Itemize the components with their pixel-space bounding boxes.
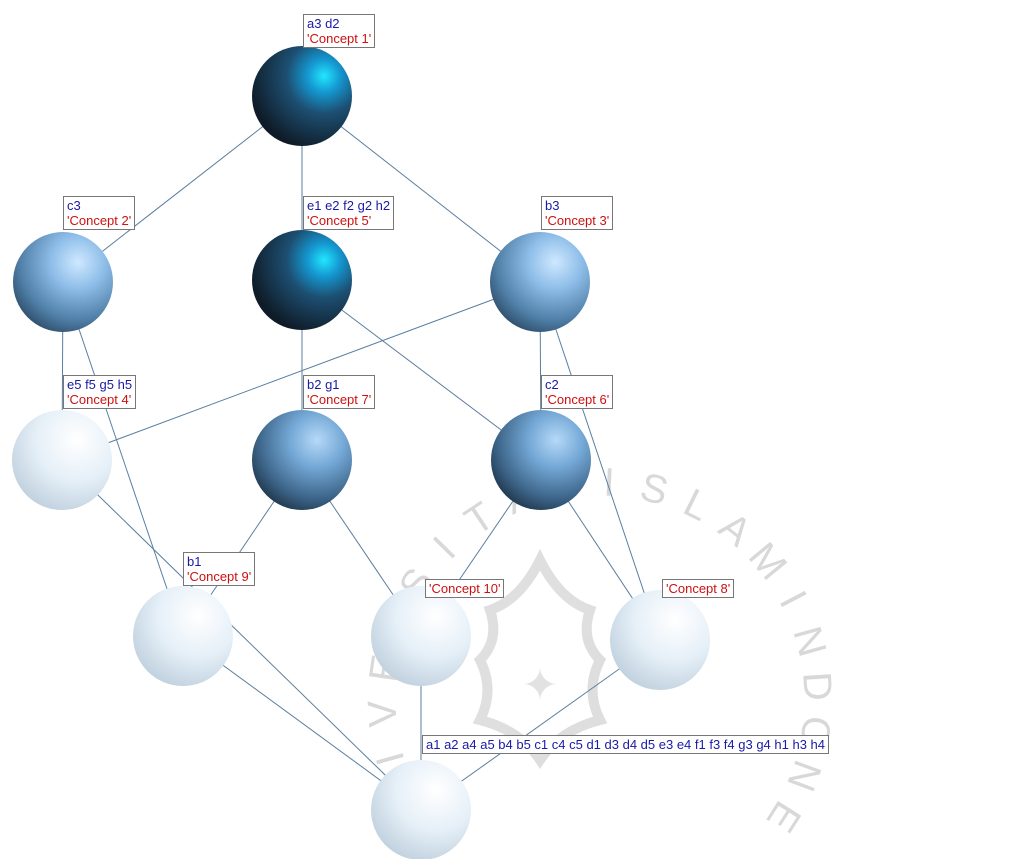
watermark-letter: I bbox=[603, 461, 616, 505]
lattice-nodes bbox=[12, 46, 710, 859]
node-concept-name: 'Concept 10' bbox=[429, 581, 501, 596]
node-label-n10: 'Concept 10' bbox=[425, 579, 505, 598]
concept-node-n8[interactable] bbox=[610, 590, 710, 690]
edge-n1-n3 bbox=[301, 95, 541, 283]
node-label-n8: 'Concept 8' bbox=[662, 579, 735, 598]
concept-node-n11[interactable] bbox=[371, 760, 471, 859]
concept-node-n2[interactable] bbox=[13, 232, 113, 332]
watermark-letter: T bbox=[457, 494, 502, 544]
watermark-letter: S bbox=[636, 465, 673, 514]
node-attributes: e1 e2 f2 g2 h2 bbox=[307, 198, 391, 213]
node-concept-name: 'Concept 1' bbox=[307, 31, 372, 46]
node-concept-name: 'Concept 6' bbox=[545, 392, 610, 407]
node-label-n11: a1 a2 a4 a5 b4 b5 c1 c4 c5 d1 d3 d4 d5 e… bbox=[422, 735, 829, 754]
node-attributes: a3 d2 bbox=[307, 16, 340, 31]
edge-n3-n8 bbox=[539, 281, 661, 641]
node-concept-name: 'Concept 5' bbox=[307, 213, 372, 228]
node-label-n4: e5 f5 g5 h5'Concept 4' bbox=[63, 375, 137, 409]
node-label-n3: b3'Concept 3' bbox=[541, 196, 614, 230]
watermark-seal: ✦ bbox=[472, 548, 608, 770]
node-attributes: b1 bbox=[187, 554, 202, 569]
node-concept-name: 'Concept 4' bbox=[67, 392, 132, 407]
node-label-n7: b2 g1'Concept 7' bbox=[303, 375, 376, 409]
watermark-letter: D bbox=[794, 671, 840, 703]
node-label-n9: b1'Concept 9' bbox=[183, 552, 256, 586]
concept-node-n1[interactable] bbox=[252, 46, 352, 146]
edge-n1-n2 bbox=[62, 95, 303, 283]
concept-node-n9[interactable] bbox=[133, 586, 233, 686]
node-label-n5: e1 e2 f2 g2 h2'Concept 5' bbox=[303, 196, 395, 230]
node-attributes: c2 bbox=[545, 377, 559, 392]
node-concept-name: 'Concept 3' bbox=[545, 213, 610, 228]
node-concept-name: 'Concept 9' bbox=[187, 569, 252, 584]
node-attributes: b2 g1 bbox=[307, 377, 340, 392]
node-attributes: b3 bbox=[545, 198, 560, 213]
watermark-letter: I bbox=[425, 529, 464, 568]
concept-node-n4[interactable] bbox=[12, 410, 112, 510]
node-concept-name: 'Concept 7' bbox=[307, 392, 372, 407]
watermark-letter: I bbox=[771, 584, 815, 614]
watermark-letter: A bbox=[711, 504, 759, 555]
node-concept-name: 'Concept 2' bbox=[67, 213, 132, 228]
svg-text:✦: ✦ bbox=[522, 661, 559, 710]
watermark-letter: L bbox=[677, 481, 716, 530]
concept-node-n7[interactable] bbox=[252, 410, 352, 510]
watermark-letter: N bbox=[778, 755, 829, 797]
watermark-letter: M bbox=[740, 535, 795, 589]
watermark-letter: E bbox=[758, 793, 809, 839]
concept-node-n3[interactable] bbox=[490, 232, 590, 332]
node-concept-name: 'Concept 8' bbox=[666, 581, 731, 596]
watermark-letter: V bbox=[360, 699, 406, 729]
node-attributes: c3 bbox=[67, 198, 81, 213]
node-label-n6: c2'Concept 6' bbox=[541, 375, 614, 409]
node-attributes: a1 a2 a4 a5 b4 b5 c1 c4 c5 d1 d3 d4 d5 e… bbox=[426, 737, 825, 752]
concept-node-n5[interactable] bbox=[252, 230, 352, 330]
concept-node-n6[interactable] bbox=[491, 410, 591, 510]
node-attributes: e5 f5 g5 h5 bbox=[67, 377, 133, 392]
concept-node-n10[interactable] bbox=[371, 586, 471, 686]
edge-n2-n9 bbox=[62, 281, 184, 637]
node-label-n2: c3'Concept 2' bbox=[63, 196, 136, 230]
watermark-letter: N bbox=[784, 622, 834, 662]
node-label-n1: a3 d2'Concept 1' bbox=[303, 14, 376, 48]
edge-n4-n11 bbox=[61, 459, 422, 811]
edge-n3-n4 bbox=[61, 281, 541, 461]
